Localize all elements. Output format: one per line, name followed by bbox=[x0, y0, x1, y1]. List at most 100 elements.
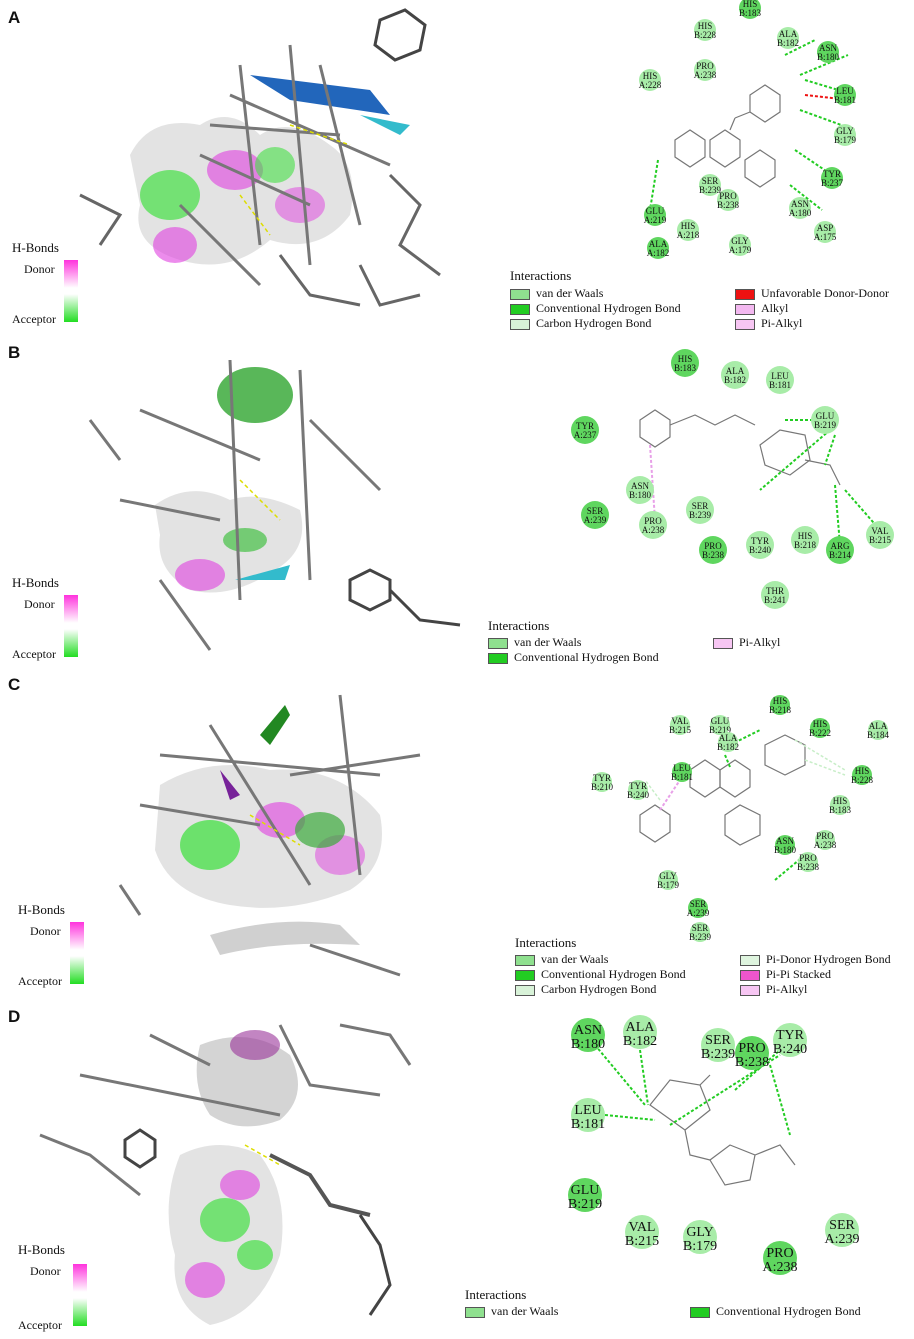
residue-disc bbox=[763, 1241, 797, 1275]
residue-disc bbox=[671, 349, 699, 377]
residue-disc bbox=[721, 361, 749, 389]
residue-disc bbox=[766, 366, 794, 394]
residue-disc bbox=[746, 531, 774, 559]
residue-name: TYR bbox=[629, 781, 647, 791]
residue-name: ASP bbox=[817, 223, 834, 233]
residue-id: A:180 bbox=[789, 208, 812, 218]
residue-disc bbox=[717, 189, 739, 211]
residue-id: A:218 bbox=[677, 230, 700, 240]
hbond-gradient bbox=[64, 260, 78, 322]
residue-id: B:238 bbox=[717, 200, 740, 210]
legend-swatch bbox=[740, 954, 760, 966]
residue-id: B:222 bbox=[809, 728, 831, 738]
residue-name: PRO bbox=[816, 831, 834, 841]
residue-disc bbox=[628, 780, 648, 800]
residue-disc bbox=[770, 695, 790, 715]
residue-id: A:239 bbox=[584, 515, 607, 525]
legend-item: Pi-Pi Stacked bbox=[740, 967, 831, 982]
hbond-title: H-Bonds bbox=[18, 902, 65, 917]
residue-disc bbox=[592, 772, 612, 792]
legend-label: Pi-Alkyl bbox=[766, 982, 808, 996]
hbond-donor-label: Donor bbox=[24, 262, 55, 276]
residue-name: HIS bbox=[743, 0, 758, 9]
legend-title: Interactions bbox=[465, 1287, 527, 1302]
legend-swatch bbox=[510, 318, 530, 330]
residue-disc bbox=[571, 416, 599, 444]
residue-disc bbox=[690, 922, 710, 942]
residue-name: ASN bbox=[574, 1023, 602, 1038]
residue-name: ASN bbox=[631, 481, 650, 491]
residue-disc bbox=[647, 237, 669, 259]
legend-swatch bbox=[740, 969, 760, 981]
ligand-structure bbox=[639, 409, 841, 486]
residue-id: B:183 bbox=[674, 363, 697, 373]
residue-id: B:228 bbox=[851, 775, 874, 785]
residue-disc bbox=[868, 720, 888, 740]
residue-id: A:239 bbox=[825, 1232, 860, 1247]
residue-disc bbox=[644, 204, 666, 226]
interaction-diagram: HISB:218VALB:215GLUB:219HISB:222ALAB:184… bbox=[591, 695, 889, 942]
hbond-colorbar: H-Bonds Donor Acceptor bbox=[18, 902, 108, 992]
residue-name: LEU bbox=[836, 86, 854, 96]
residue-disc bbox=[701, 1028, 735, 1062]
pi-alkyl-bond bbox=[649, 444, 656, 521]
hbond-colorbar: H-Bonds Donor Acceptor bbox=[18, 1242, 108, 1337]
hbond-gradient bbox=[70, 922, 84, 984]
residue-id: B:210 bbox=[591, 782, 614, 792]
legend-title: Interactions bbox=[515, 935, 577, 950]
residue-disc bbox=[817, 41, 839, 63]
residue-disc bbox=[694, 19, 716, 41]
ligand-structure bbox=[674, 84, 781, 188]
residue-name: ASN bbox=[791, 199, 810, 209]
residue-id: B:238 bbox=[797, 862, 820, 872]
residue-name: HIS bbox=[678, 354, 693, 364]
legend-title: Interactions bbox=[510, 268, 572, 283]
residue-id: B:218 bbox=[769, 705, 792, 715]
residue-disc bbox=[811, 406, 839, 434]
residue-id: B:179 bbox=[657, 880, 680, 890]
legend-swatch bbox=[488, 637, 508, 649]
panel-c: C H-Bonds Donor Acceptor bbox=[0, 670, 914, 1005]
protein-surface-render bbox=[118, 694, 421, 977]
residue-disc bbox=[672, 762, 692, 782]
legend-swatch bbox=[735, 303, 755, 315]
legend-swatch bbox=[740, 984, 760, 996]
legend-swatch bbox=[735, 318, 755, 330]
residue-name: TYR bbox=[776, 1028, 805, 1043]
legend-label: Pi-Donor Hydrogen Bond bbox=[766, 952, 891, 966]
residue-disc bbox=[826, 536, 854, 564]
residue-disc bbox=[775, 835, 795, 855]
residue-name: HIS bbox=[798, 531, 813, 541]
residue-id: B:238 bbox=[702, 550, 725, 560]
residue-id: B:239 bbox=[701, 1047, 735, 1062]
residue-id: B:219 bbox=[709, 725, 732, 735]
residue-disc bbox=[814, 221, 836, 243]
residue-id: B:183 bbox=[829, 805, 852, 815]
residue-disc bbox=[777, 27, 799, 49]
legend-label: Carbon Hydrogen Bond bbox=[541, 982, 657, 996]
hbond-donor-label: Donor bbox=[30, 924, 61, 938]
residue-id: B:181 bbox=[834, 95, 856, 105]
residue-id: B:219 bbox=[814, 420, 837, 430]
